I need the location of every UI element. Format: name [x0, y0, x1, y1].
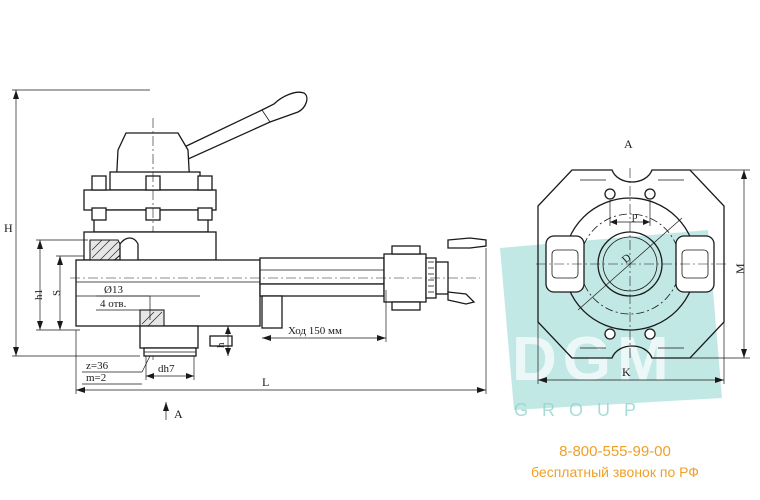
contact-phone[interactable]: 8-800-555-99-00 — [559, 443, 671, 460]
handle-lever — [176, 91, 308, 161]
dim-K: K — [622, 365, 631, 379]
dim-h1: h1 — [33, 289, 45, 300]
dim-stroke: Ход 150 мм — [288, 325, 342, 337]
slide-body — [75, 257, 385, 357]
gear-teeth: z=36 — [86, 360, 109, 372]
contact-note: бесплатный звонок по РФ — [531, 464, 699, 480]
dim-M: M — [733, 263, 747, 274]
view-arrow-label: A — [174, 407, 183, 421]
view-a-title: A — [624, 137, 633, 151]
side-view: H h1 S Ø13 4 отв. h — [4, 89, 487, 421]
dim-S: S — [51, 290, 63, 296]
gear-module: m=2 — [86, 372, 106, 384]
feed-mechanism — [70, 237, 487, 311]
dim-dh7: dh7 — [158, 363, 175, 375]
holes-note: 4 отв. — [100, 298, 127, 310]
dim-p: p — [632, 210, 638, 222]
dim-diameter: Ø13 — [104, 284, 123, 296]
clamp-head — [83, 118, 217, 360]
dim-L: L — [262, 375, 269, 389]
watermark-sub: GROUP — [514, 400, 650, 420]
dimensions: H h1 S Ø13 4 отв. h — [4, 89, 487, 421]
dim-h: h — [215, 342, 227, 348]
dim-H: H — [4, 221, 13, 235]
